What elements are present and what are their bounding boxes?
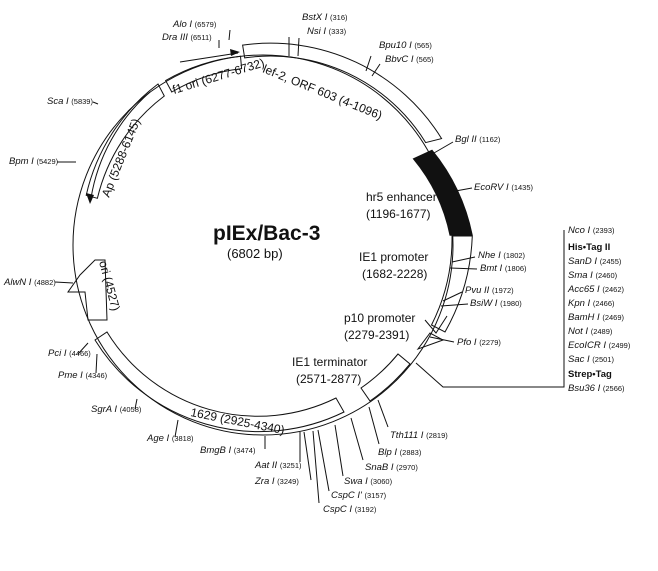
site-label: Aat II (3251)	[254, 460, 302, 471]
mcs-item: EcoICR I (2499)	[568, 340, 631, 351]
site-label: Alo I (6579)	[172, 19, 217, 30]
site-label: CspC I (3192)	[323, 504, 377, 515]
mcs-item: Not I (2489)	[568, 326, 613, 337]
site-label: Dra III (6511)	[162, 32, 212, 43]
p10-promoter-label-2: (2279-2391)	[344, 328, 409, 342]
f1-ori-arrow	[179, 52, 239, 63]
mcs-item: His•Tag II	[568, 242, 610, 253]
site-label: BbvC I (565)	[385, 54, 434, 65]
hr5-enhancer-label-1: hr5 enhancer	[366, 190, 437, 204]
hr5-enhancer-block	[412, 149, 473, 236]
mcs-item: Sma I (2460)	[568, 270, 618, 281]
ie1-terminator-block	[360, 353, 411, 402]
site-label: Pci I (4466)	[48, 348, 91, 359]
site-label: Nsi I (333)	[307, 26, 347, 37]
site-labels: BstX I (316) Nsi I (333) Bpu10 I (565) B…	[3, 12, 534, 515]
ap-inner-line	[90, 91, 151, 199]
f1-ori-block	[164, 55, 243, 93]
ie1-promoter-block	[430, 235, 473, 333]
site-label: Pme I (4346)	[58, 370, 108, 381]
site-label: Bpm I (5429)	[9, 156, 59, 167]
p10-promoter-label-1: p10 promoter	[344, 311, 415, 325]
site-label: Sca I (5839)	[47, 96, 93, 107]
mcs-item: Nco I (2393)	[568, 225, 615, 236]
site-label: Nhe I (1802)	[478, 250, 526, 261]
site-label: Bpu10 I (565)	[379, 40, 432, 51]
site-label: EcoRV I (1435)	[474, 182, 534, 193]
f1629-block	[94, 331, 345, 433]
lef2-orf-block	[242, 42, 443, 144]
site-label: Tth111 I (2819)	[390, 430, 448, 441]
site-label: SgrA I (4058)	[91, 404, 142, 415]
site-label: CspC I' (3157)	[331, 490, 387, 501]
backbone-circle	[72, 54, 454, 436]
site-label: Blp I (2883)	[378, 447, 422, 458]
ap-label: Ap (5288-6145)	[99, 117, 143, 200]
ie1-promoter-label-1: IE1 promoter	[359, 250, 428, 264]
site-label: AlwN I (4882)	[3, 277, 56, 288]
site-label: Pfo I (2279)	[457, 337, 501, 348]
ori-label: ori (4527)	[96, 259, 123, 312]
mcs-bracket	[415, 230, 565, 388]
site-label: Zra I (3249)	[254, 476, 299, 487]
ie1-terminator-label-2: (2571-2877)	[296, 372, 361, 386]
mcs-list: Nco I (2393) His•Tag II SanD I (2455) Sm…	[567, 225, 631, 394]
site-label: Age I (3818)	[146, 433, 194, 444]
site-label: BstX I (316)	[302, 12, 348, 23]
site-ticks	[54, 29, 478, 504]
f1-ori-label: f1 ori (6277-6732)	[171, 56, 266, 97]
mcs-item: Bsu36 I (2566)	[568, 383, 625, 394]
ie1-promoter-label-2: (1682-2228)	[362, 267, 427, 281]
mcs-item: BamH I (2469)	[568, 312, 625, 323]
mcs-item: SanD I (2455)	[568, 256, 622, 267]
site-label: Pvu II (1972)	[465, 285, 514, 296]
ori-arrow-block	[67, 259, 108, 321]
ie1-promoter-arrowhead-icon	[424, 315, 448, 334]
site-label: Swa I (3060)	[344, 476, 393, 487]
p10-promoter-arrow	[416, 332, 445, 351]
plasmid-size: (6802 bp)	[227, 246, 283, 261]
f1629-label: 1629 (2925-4340)	[189, 405, 285, 437]
ap-arrowhead-icon	[86, 193, 94, 204]
site-label: Bmt I (1806)	[480, 263, 527, 274]
site-label: BmgB I (3474)	[200, 445, 256, 456]
plasmid-title: pIEx/Bac-3	[213, 222, 320, 245]
f1-ori-arrowhead-icon	[230, 49, 240, 56]
mcs-item: Acc65 I (2462)	[567, 284, 625, 295]
site-label: BsiW I (1980)	[470, 298, 522, 309]
ap-block	[85, 83, 165, 199]
hr5-enhancer-label-2: (1196-1677)	[366, 207, 431, 221]
mcs-item: Kpn I (2466)	[568, 298, 615, 309]
site-label: SnaB I (2970)	[365, 462, 418, 473]
ie1-terminator-label-1: IE1 terminator	[292, 355, 367, 369]
mcs-item: Sac I (2501)	[568, 354, 614, 365]
site-label: Bgl II (1162)	[455, 134, 501, 145]
mcs-item: Strep•Tag	[568, 369, 612, 380]
